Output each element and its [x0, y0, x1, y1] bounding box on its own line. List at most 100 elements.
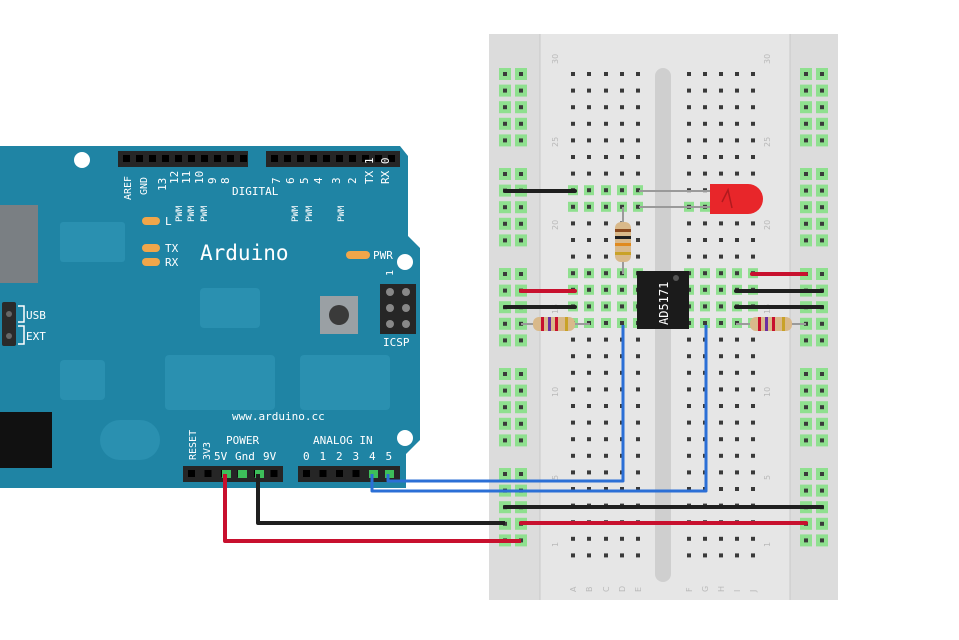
breadboard-hole [636, 437, 640, 442]
breadboard-hole [719, 287, 723, 292]
reset-button-cap[interactable] [329, 305, 349, 325]
breadboard-hole [636, 238, 640, 242]
breadboard-hole [751, 437, 755, 442]
rail-hole [820, 205, 824, 210]
breadboard-hole [571, 370, 575, 375]
power-select-jumper[interactable] [2, 302, 16, 346]
wire-a4[interactable] [386, 325, 625, 483]
rail-hole [503, 272, 507, 276]
row-number-label: 1 [551, 542, 560, 547]
breadboard-hole [571, 536, 575, 541]
column-letter-label: J [749, 590, 758, 593]
rail-hole [820, 105, 824, 110]
resistor-left[interactable] [521, 317, 590, 331]
pwm-label: PWM [175, 205, 185, 222]
usb-label: USB [26, 309, 46, 322]
breadboard-hole [620, 553, 624, 558]
breadboard-hole [751, 453, 755, 458]
wire-gnd[interactable] [256, 474, 505, 525]
wire-5v[interactable] [223, 474, 521, 543]
rail-hole [820, 388, 824, 393]
breadboard-hole [587, 354, 591, 359]
breadboard-hole [703, 536, 707, 541]
breadboard-hole [620, 536, 624, 541]
arduino-logo-text: Arduino [200, 241, 289, 265]
breadboard-hole [604, 138, 608, 143]
breadboard-hole [620, 287, 624, 292]
breadboard-hole [636, 470, 640, 475]
components: AD5171 [521, 184, 806, 331]
digital-label: DIGITAL [232, 185, 279, 198]
resistor-right[interactable] [736, 317, 806, 331]
breadboard-hole [587, 271, 591, 276]
breadboard-hole [571, 337, 575, 342]
icsp-label: ICSP [383, 336, 410, 349]
rail-hole [519, 388, 523, 393]
rail-hole [503, 221, 507, 226]
digital-pin-label: TX 1 [363, 158, 376, 185]
website-label: www.arduino.cc [232, 410, 325, 423]
wires [223, 189, 824, 543]
power-label: POWER [226, 434, 259, 447]
breadboard-hole [636, 487, 640, 491]
column-letter-label: E [634, 587, 643, 592]
column-letter-label: D [618, 586, 627, 592]
breadboard-hole [587, 370, 591, 375]
red-led[interactable] [639, 184, 763, 214]
breadboard-hole [587, 337, 591, 342]
rail-hole [503, 321, 507, 326]
mounting-hole [397, 254, 413, 270]
breadboard-hole [571, 121, 575, 126]
rail-hole [804, 338, 808, 343]
rail-hole [519, 105, 523, 110]
rail-hole [503, 172, 507, 176]
breadboard-hole [587, 437, 591, 442]
breadboard-hole [751, 88, 755, 93]
breadboard-hole [719, 536, 723, 541]
rail-hole [804, 472, 808, 476]
breadboard-hole [604, 238, 608, 242]
breadboard-hole [735, 155, 739, 159]
usb-connector [0, 205, 38, 283]
active-pin [238, 470, 247, 478]
breadboard-hole [587, 121, 591, 126]
resistor-vertical[interactable] [615, 207, 631, 274]
breadboard-hole [735, 453, 739, 458]
pwm-label: PWM [187, 205, 197, 222]
rail-hole [820, 88, 824, 93]
breadboard-hole [587, 470, 591, 475]
wire-a5[interactable] [370, 325, 708, 493]
analog-pin-label: 0 [303, 450, 310, 463]
9v-label: 9V [263, 450, 277, 463]
breadboard-hole [636, 420, 640, 425]
breadboard-hole [687, 536, 691, 541]
breadboard-hole [703, 304, 707, 309]
breadboard-hole [636, 221, 640, 226]
rail-hole [503, 238, 507, 243]
5v-label: 5V [214, 450, 228, 463]
breadboard-hole [636, 453, 640, 458]
breadboard-hole [687, 238, 691, 242]
breadboard-hole [687, 138, 691, 143]
breadboard-hole [751, 536, 755, 541]
pwm-label: PWM [305, 205, 315, 222]
breadboard-hole [587, 238, 591, 242]
rail-hole [804, 172, 808, 176]
ad5171-chip[interactable]: AD5171 [637, 271, 689, 329]
tx-led [142, 244, 160, 252]
breadboard-hole [620, 105, 624, 110]
rail-hole [503, 288, 507, 293]
breadboard-hole [687, 404, 691, 408]
breadboard-hole [703, 321, 707, 325]
breadboard-hole [719, 105, 723, 110]
breadboard-hole [604, 536, 608, 541]
ext-label: EXT [26, 330, 46, 343]
rail-hole [804, 372, 808, 376]
rail-hole [820, 121, 824, 126]
breadboard-hole [636, 370, 640, 375]
breadboard-hole [751, 121, 755, 126]
breadboard-hole [735, 238, 739, 242]
breadboard-hole [587, 105, 591, 110]
rail-hole [519, 72, 523, 76]
